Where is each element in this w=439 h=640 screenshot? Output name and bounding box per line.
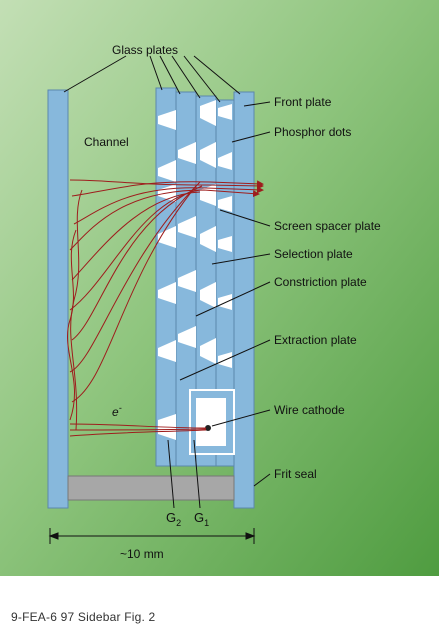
- electron-paths: [66, 179, 264, 437]
- glass-plate-front: [233, 91, 255, 509]
- glass-plates-leaders: [63, 55, 241, 103]
- grid-leaders: [167, 439, 201, 509]
- right-label-leaders: [179, 101, 271, 487]
- figure-caption: 9-FEA-6 97 Sidebar Fig. 2: [11, 610, 156, 624]
- label-electron: e-: [112, 403, 122, 419]
- label-extraction-plate: Extraction plate: [274, 333, 357, 347]
- label-wire-cathode: Wire cathode: [274, 403, 345, 417]
- label-selection-plate: Selection plate: [274, 247, 353, 261]
- dimension-line: [48, 528, 256, 544]
- label-dimension: ~10 mm: [120, 547, 164, 561]
- label-constriction-plate: Constriction plate: [274, 275, 367, 289]
- label-front-plate: Front plate: [274, 95, 332, 109]
- wire-cathode-dot: [205, 425, 211, 431]
- cathode-inner: [196, 398, 226, 446]
- glass-plate-extraction: [155, 87, 177, 467]
- label-g1: G1: [194, 510, 209, 528]
- frit-seal: [67, 475, 235, 501]
- label-channel: Channel: [84, 135, 129, 149]
- label-glass-plates: Glass plates: [112, 43, 178, 57]
- label-g2: G2: [166, 510, 181, 528]
- label-frit-seal: Frit seal: [274, 467, 317, 481]
- caption-area: [0, 576, 439, 640]
- left-glass-plate: [47, 89, 69, 509]
- label-phosphor-dots: Phosphor dots: [274, 125, 351, 139]
- label-screen-spacer-plate: Screen spacer plate: [274, 219, 381, 233]
